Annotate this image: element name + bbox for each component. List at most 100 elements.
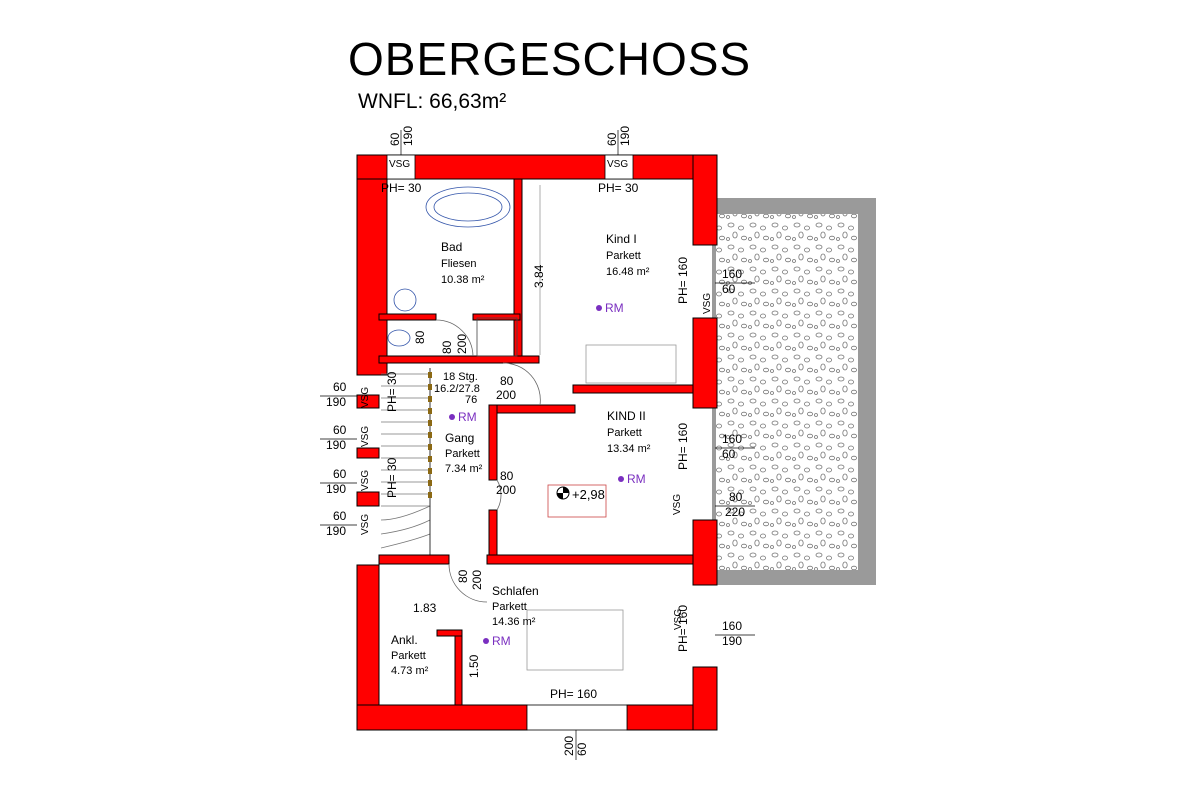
svg-text:200: 200 [455,334,469,354]
svg-text:RM: RM [492,634,511,648]
svg-text:VSG: VSG [360,387,371,408]
vsg-labels: VSG VSG VSG VSG VSG VSG VSG VSG VSG [360,159,713,630]
svg-text:190: 190 [326,482,346,496]
svg-text:80: 80 [729,490,743,504]
room-floor: Parkett [492,601,527,613]
svg-text:80: 80 [440,340,454,354]
svg-text:190: 190 [722,634,742,648]
svg-text:60: 60 [333,423,347,437]
room-area: 13.34 m² [607,443,651,455]
svg-text:VSG: VSG [702,293,713,314]
svg-text:3.84: 3.84 [532,264,546,288]
svg-text:VSG: VSG [360,426,371,447]
room-schlafen: Schlafen Parkett 14.36 m² [492,584,539,628]
room-area: 14.36 m² [492,616,536,628]
room-name: KIND II [607,409,646,423]
door-swings [435,319,541,603]
svg-text:RM: RM [458,410,477,424]
svg-text:PH= 160: PH= 160 [676,423,690,470]
svg-text:PH= 30: PH= 30 [385,457,399,498]
svg-text:200: 200 [496,388,516,402]
room-floor: Parkett [445,448,480,460]
svg-text:190: 190 [401,126,415,146]
room-gang: Gang Parkett 7.34 m² [445,431,483,475]
svg-text:190: 190 [618,126,632,146]
exterior-walls [356,154,718,731]
svg-text:200: 200 [470,570,484,590]
room-name: Gang [445,431,474,445]
room-area: 7.34 m² [445,463,483,475]
svg-text:PH= 160: PH= 160 [676,257,690,304]
svg-text:PH= 160: PH= 160 [550,687,597,701]
svg-text:18 Stg.: 18 Stg. [443,371,478,383]
svg-text:VSG: VSG [672,494,683,515]
svg-text:VSG: VSG [360,470,371,491]
interior-walls [378,178,694,706]
svg-text:80: 80 [500,469,514,483]
room-name: Schlafen [492,584,539,598]
svg-text:VSG: VSG [360,514,371,535]
svg-text:80: 80 [456,569,470,583]
svg-text:VSG: VSG [389,159,410,170]
svg-text:VSG: VSG [673,609,684,630]
svg-text:RM: RM [605,301,624,315]
svg-text:PH= 160: PH= 160 [676,605,690,652]
dimension-lines [320,130,755,760]
room-name: Kind I [606,232,637,246]
svg-text:VSG: VSG [607,159,628,170]
rm-markers: RM RM RM RM [449,301,646,648]
svg-text:60: 60 [605,132,619,146]
fixtures [387,185,677,671]
svg-text:160: 160 [722,432,742,446]
room-floor: Parkett [391,650,426,662]
sill-height-labels: PH= 30 PH= 30 PH= 30 PH= 30 PH= 160 PH= … [381,181,690,701]
svg-text:160: 160 [722,619,742,633]
window-openings [386,154,634,731]
room-bad: Bad Fliesen 10.38 m² [441,240,485,286]
room-floor: Fliesen [441,258,476,270]
svg-text:1.83: 1.83 [413,601,437,615]
room-floor: Parkett [607,427,642,439]
svg-text:60: 60 [333,509,347,523]
svg-text:60: 60 [722,282,736,296]
room-area: 4.73 m² [391,665,429,677]
stair-rail [428,372,432,498]
svg-text:60: 60 [388,132,402,146]
page-title: OBERGESCHOSS [348,33,752,85]
svg-text:60: 60 [575,742,589,756]
living-area-label: WNFL: 66,63m² [358,90,507,113]
svg-text:160: 160 [722,267,742,281]
svg-text:PH= 30: PH= 30 [381,181,422,195]
room-kind-2: KIND II Parkett 13.34 m² [607,409,651,455]
room-kind-1: Kind I Parkett 16.48 m² [606,232,650,278]
room-area: 16.48 m² [606,266,650,278]
svg-text:80: 80 [413,330,427,344]
svg-text:60: 60 [722,447,736,461]
level-value: +2,98 [572,487,605,502]
svg-text:190: 190 [326,395,346,409]
svg-text:220: 220 [725,505,745,519]
svg-text:60: 60 [333,380,347,394]
svg-text:1.50: 1.50 [467,654,481,678]
dimension-labels: 60 190 60 190 3.84 80 200 80 80 200 80 2… [326,126,745,756]
svg-text:200: 200 [496,483,516,497]
svg-text:PH= 30: PH= 30 [598,181,639,195]
room-name: Bad [441,240,462,254]
stair-info: 18 Stg. 16.2/27.8 76 [434,371,480,406]
svg-text:RM: RM [627,472,646,486]
svg-text:80: 80 [500,374,514,388]
svg-text:200: 200 [562,736,576,756]
room-floor: Parkett [606,250,641,262]
svg-text:190: 190 [326,438,346,452]
level-marker [556,486,570,500]
svg-text:76: 76 [465,394,477,406]
room-name: Ankl. [391,633,418,647]
svg-text:16.2/27.8: 16.2/27.8 [434,383,480,395]
svg-text:60: 60 [333,467,347,481]
terrace [712,198,876,585]
room-ankleide: Ankl. Parkett 4.73 m² [391,633,429,677]
svg-text:190: 190 [326,524,346,538]
room-area: 10.38 m² [441,274,485,286]
svg-text:PH= 30: PH= 30 [385,371,399,412]
